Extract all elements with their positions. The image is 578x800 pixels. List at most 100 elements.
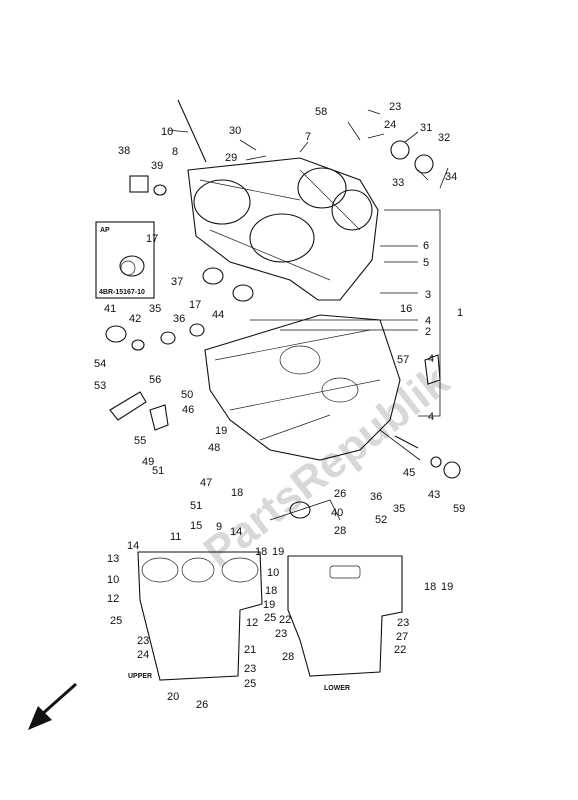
callout-49: 49 [142,456,154,468]
callout-47: 47 [200,477,212,489]
callout-25c: 25 [264,612,276,624]
callout-25: 25 [110,615,122,627]
callout-19b: 19 [272,546,284,558]
inset-box-label: AP [100,227,110,234]
callout-19c: 19 [263,599,275,611]
callout-23c: 23 [244,663,256,675]
callout-39: 39 [151,160,163,172]
callout-12: 12 [107,593,119,605]
callout-54: 54 [94,358,106,370]
callout-2: 2 [425,326,431,338]
callout-10b: 10 [107,574,119,586]
callout-51b: 51 [190,500,202,512]
upper-label: UPPER [128,673,152,680]
lower-crankcase-drawing [204,314,401,461]
callout-7: 7 [305,131,311,143]
callout-22: 22 [279,614,291,626]
callout-23d: 23 [275,628,287,640]
callout-35: 35 [149,303,161,315]
callout-13: 13 [107,553,119,565]
callout-44: 44 [212,309,224,321]
callout-19: 19 [215,425,227,437]
callout-19d: 19 [441,581,453,593]
callout-52: 52 [375,514,387,526]
callout-28b: 28 [282,651,294,663]
callout-46: 46 [182,404,194,416]
callout-29: 29 [225,152,237,164]
callout-51: 51 [152,465,164,477]
callout-1: 1 [457,307,463,319]
callout-4c: 4 [428,353,434,365]
callout-25b: 25 [244,678,256,690]
callout-14b: 14 [230,526,242,538]
front-direction-arrow [28,682,77,730]
callout-57: 57 [397,354,409,366]
callout-18d: 18 [424,581,436,593]
callout-17: 17 [146,233,158,245]
upper-crankcase-drawing [187,157,379,301]
callout-27: 27 [396,631,408,643]
callout-12b: 12 [246,617,258,629]
callout-33: 33 [392,177,404,189]
lower-gasket-diagram: LOWER [287,555,403,692]
leader-lines [167,109,449,521]
callout-56: 56 [149,374,161,386]
callout-58: 58 [315,106,327,118]
callout-36b: 36 [370,491,382,503]
callout-18: 18 [231,487,243,499]
callout-53: 53 [94,380,106,392]
upper-gasket-diagram: UPPER [128,551,263,681]
callout-24b: 24 [137,649,149,661]
callout-23: 23 [389,101,401,113]
callout-59: 59 [453,503,465,515]
callout-10: 10 [161,126,173,138]
callout-10c: 10 [267,567,279,579]
callout-4b: 4 [428,411,434,423]
callout-35b: 35 [393,503,405,515]
callout-16: 16 [400,303,412,315]
callout-14: 14 [127,540,139,552]
callout-28: 28 [334,525,346,537]
callout-34: 34 [445,171,457,183]
callout-30: 30 [229,125,241,137]
callout-55: 55 [134,435,146,447]
callout-43: 43 [428,489,440,501]
callout-18c: 18 [265,585,277,597]
callout-23e: 23 [397,617,409,629]
callout-32: 32 [438,132,450,144]
callout-20: 20 [167,691,179,703]
callout-26b: 26 [334,488,346,500]
lower-label: LOWER [324,685,350,692]
callout-24: 24 [384,119,396,131]
callout-26: 26 [196,699,208,711]
callout-8: 8 [172,146,178,158]
inset-box: AP 4BR-15167-10 [95,221,155,299]
callout-50: 50 [181,389,193,401]
callout-labels: 1 2 3 4 4 4 5 6 7 8 9 10 10 10 11 12 12 … [94,101,465,711]
small-parts [105,99,461,519]
callout-3: 3 [425,289,431,301]
callout-45: 45 [403,467,415,479]
callout-31: 31 [420,122,432,134]
callout-23b: 23 [137,635,149,647]
callout-5: 5 [423,257,429,269]
callout-48: 48 [208,442,220,454]
callout-11: 11 [170,531,181,543]
callout-15: 15 [190,520,202,532]
callout-9: 9 [216,521,222,533]
callout-40: 40 [331,507,343,519]
callout-37: 37 [171,276,183,288]
callout-36: 36 [173,313,185,325]
callout-22b: 22 [394,644,406,656]
callout-41: 41 [104,303,116,315]
callout-4: 4 [425,315,431,327]
watermark: PartsRepublik [195,356,459,577]
callout-6: 6 [423,240,429,252]
callout-42: 42 [129,313,141,325]
inset-part-number: 4BR-15167-10 [99,289,145,296]
callout-21: 21 [244,644,256,656]
callout-17b: 17 [189,299,201,311]
callout-38: 38 [118,145,130,157]
callout-18b: 18 [255,546,267,558]
